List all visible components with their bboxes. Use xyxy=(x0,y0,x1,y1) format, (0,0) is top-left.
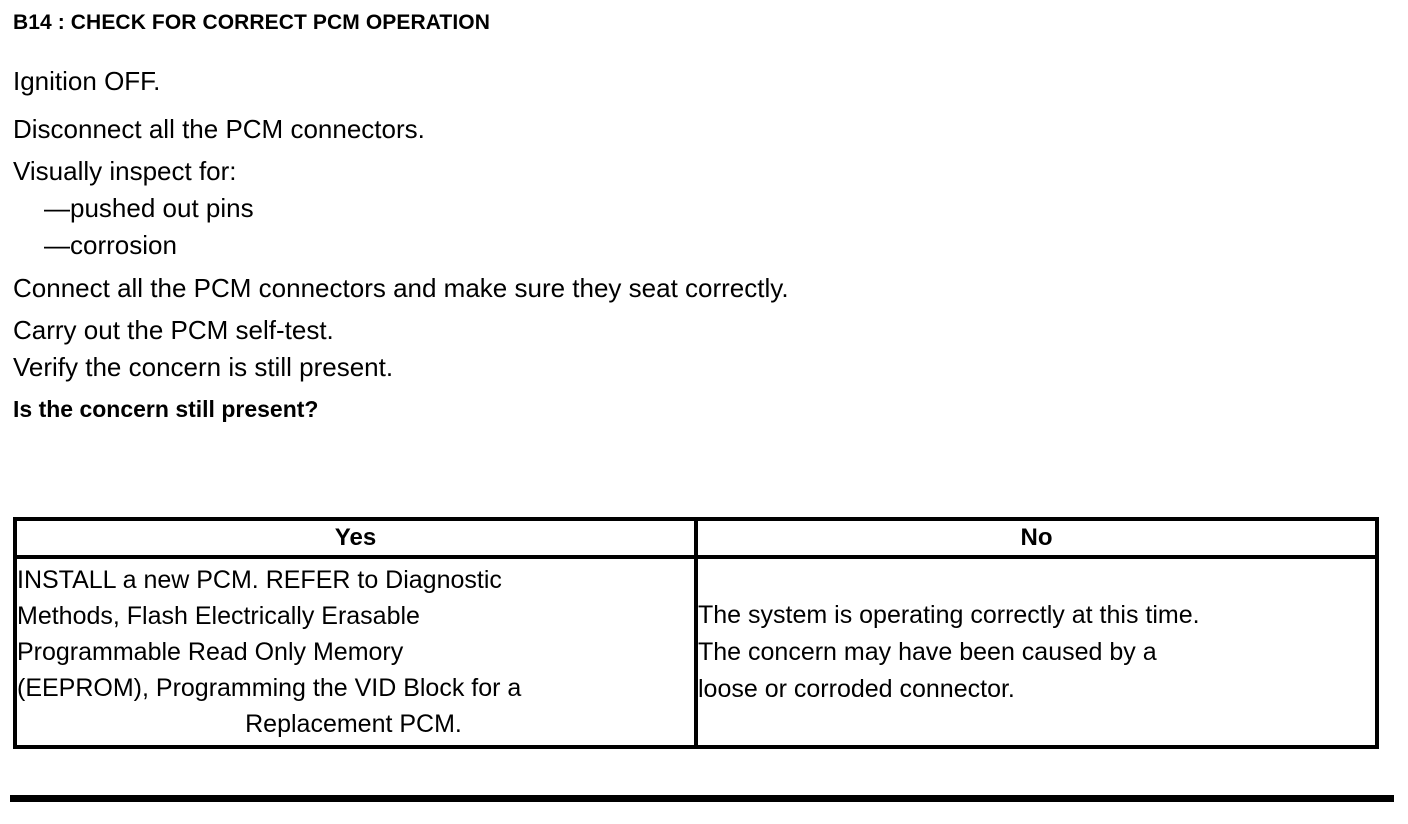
column-header-no: No xyxy=(694,517,1379,559)
yes-action-line: (EEPROM), Programming the VID Block for … xyxy=(17,674,522,702)
no-action-cell: The system is operating correctly at thi… xyxy=(694,555,1379,749)
instruction-bullet: —corrosion xyxy=(44,230,177,260)
yes-action-line: INSTALL a new PCM. REFER to Diagnostic xyxy=(17,566,502,594)
column-header-yes: Yes xyxy=(13,517,698,559)
no-action-line: loose or corroded connector. xyxy=(698,674,1015,703)
table-row: INSTALL a new PCM. REFER to Diagnostic M… xyxy=(13,555,1379,749)
page-title: B14 : CHECK FOR CORRECT PCM OPERATION xyxy=(13,11,490,34)
yes-action-line: Methods, Flash Electrically Erasable xyxy=(17,602,420,630)
yes-action-line: Replacement PCM. xyxy=(245,710,462,738)
instruction-line: Disconnect all the PCM connectors. xyxy=(13,114,425,144)
yes-action-line: Programmable Read Only Memory xyxy=(17,638,404,666)
instruction-line: Ignition OFF. xyxy=(13,66,161,96)
result-table: Yes No INSTALL a new PCM. REFER to Diagn… xyxy=(13,517,1379,749)
decision-question: Is the concern still present? xyxy=(13,396,319,422)
instruction-line: Visually inspect for: xyxy=(13,156,237,186)
instruction-line: Carry out the PCM self-test. xyxy=(13,315,334,345)
no-action-line: The concern may have been caused by a xyxy=(698,637,1157,666)
instruction-line: Verify the concern is still present. xyxy=(13,352,394,382)
instruction-bullet: —pushed out pins xyxy=(44,193,254,223)
yes-action-cell: INSTALL a new PCM. REFER to Diagnostic M… xyxy=(13,555,698,749)
table-header-row: Yes No xyxy=(13,517,1379,559)
instruction-line: Connect all the PCM connectors and make … xyxy=(13,273,789,303)
no-action-line: The system is operating correctly at thi… xyxy=(698,600,1200,629)
section-divider-rule xyxy=(10,795,1394,802)
instruction-list: Ignition OFF. Disconnect all the PCM con… xyxy=(13,57,1393,432)
